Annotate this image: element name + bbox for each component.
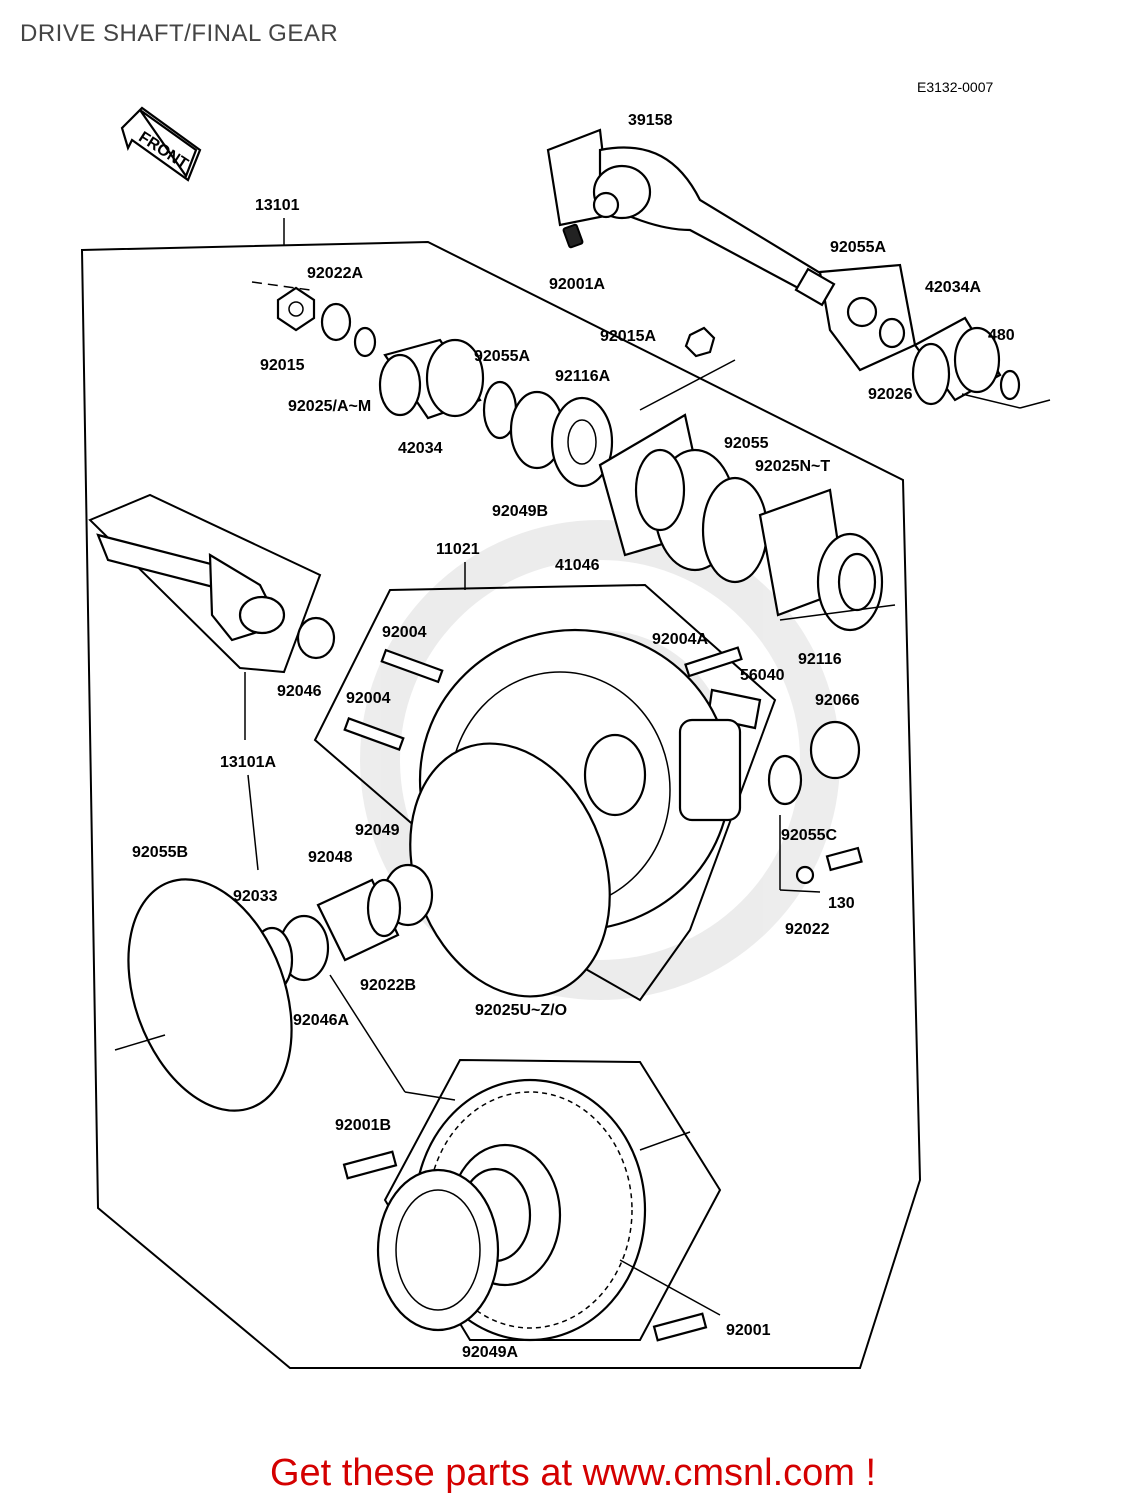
part-label[interactable]: 92015A xyxy=(600,328,656,345)
part-label[interactable]: 92049B xyxy=(492,503,548,520)
diagram-code: E3132-0007 xyxy=(917,79,994,95)
part-label[interactable]: 130 xyxy=(828,895,855,912)
nut-and-washers xyxy=(251,281,377,358)
sleeve-42034a xyxy=(911,316,1002,406)
shaft-subassembly-boundary xyxy=(88,493,322,674)
part-label[interactable]: 92055 xyxy=(724,435,769,452)
part-label[interactable]: 13101A xyxy=(220,754,276,771)
part-label[interactable]: 92055B xyxy=(132,844,188,861)
part-label[interactable]: 92025/A~M xyxy=(288,398,371,415)
pinion-shaft xyxy=(96,533,286,642)
part-label[interactable]: 92046A xyxy=(293,1012,349,1029)
part-label[interactable]: 92026 xyxy=(868,386,913,403)
o-ring-92055b xyxy=(127,878,293,1112)
part-label[interactable]: 92022B xyxy=(360,977,416,994)
part-label[interactable]: 92046 xyxy=(277,683,322,700)
part-label[interactable]: 11021 xyxy=(436,541,480,558)
page-title: DRIVE SHAFT/FINAL GEAR xyxy=(20,20,339,47)
part-label[interactable]: 92004A xyxy=(652,631,708,648)
part-label[interactable]: 92033 xyxy=(233,888,278,905)
washer-92022 xyxy=(795,865,815,885)
part-label[interactable]: 42034A xyxy=(925,279,981,296)
part-label[interactable]: 92049 xyxy=(355,822,400,839)
ring-gear-carrier xyxy=(376,1078,647,1342)
bearing-housing-42034 xyxy=(378,338,485,420)
bolt-92001 xyxy=(652,1312,708,1342)
part-label[interactable]: 42034 xyxy=(398,440,443,457)
bearing-92116a xyxy=(550,396,614,488)
part-number-labels: 39158 13101 92055A 42034A 480 92001A 920… xyxy=(132,112,1015,1361)
part-label[interactable]: 41046 xyxy=(555,557,600,574)
part-label[interactable]: 92022A xyxy=(307,265,363,282)
plug-92066 xyxy=(809,720,861,780)
part-label[interactable]: 92004 xyxy=(382,624,427,641)
part-label[interactable]: 92116 xyxy=(798,651,842,668)
part-label[interactable]: 92015 xyxy=(260,357,305,374)
bolt-130 xyxy=(825,846,863,872)
promo-link[interactable]: Get these parts at www.cmsnl.com ! xyxy=(269,1452,877,1494)
circlip-480 xyxy=(999,369,1021,401)
part-label[interactable]: 92001 xyxy=(726,1322,771,1339)
part-label[interactable]: 92055C xyxy=(781,827,837,844)
studs-92004 xyxy=(343,646,743,751)
bolt-92001b xyxy=(342,1150,398,1180)
housing-boundary xyxy=(313,583,777,1002)
ring-92026 xyxy=(878,317,906,349)
part-label[interactable]: 92022 xyxy=(785,921,830,938)
part-label[interactable]: 92048 xyxy=(308,849,353,866)
part-label[interactable]: 92025N~T xyxy=(755,458,830,475)
part-label[interactable]: 92004 xyxy=(346,690,391,707)
part-label[interactable]: 92001A xyxy=(549,276,605,293)
nut-92015a xyxy=(684,326,716,358)
part-label[interactable]: 92025U~Z/O xyxy=(475,1002,567,1019)
ring-gear-boundary xyxy=(383,1058,722,1341)
assembly-boundary xyxy=(80,240,922,1369)
part-label[interactable]: 39158 xyxy=(628,112,673,129)
part-label[interactable]: 92049A xyxy=(462,1344,518,1361)
o-ring-92055c xyxy=(767,754,803,806)
part-label[interactable]: 56040 xyxy=(740,667,785,684)
part-label[interactable]: 92055A xyxy=(830,239,886,256)
part-label[interactable]: 92066 xyxy=(815,692,860,709)
part-label[interactable]: 13101 xyxy=(255,197,300,214)
o-ring-92055 xyxy=(701,476,769,584)
front-arrow-icon: FRONT xyxy=(120,106,202,182)
needle-bearing-92046 xyxy=(296,616,336,660)
part-label[interactable]: 480 xyxy=(988,327,1015,344)
part-label[interactable]: 92055A xyxy=(474,348,530,365)
part-label[interactable]: 92116A xyxy=(555,368,611,385)
part-label[interactable]: 92001B xyxy=(335,1117,391,1134)
